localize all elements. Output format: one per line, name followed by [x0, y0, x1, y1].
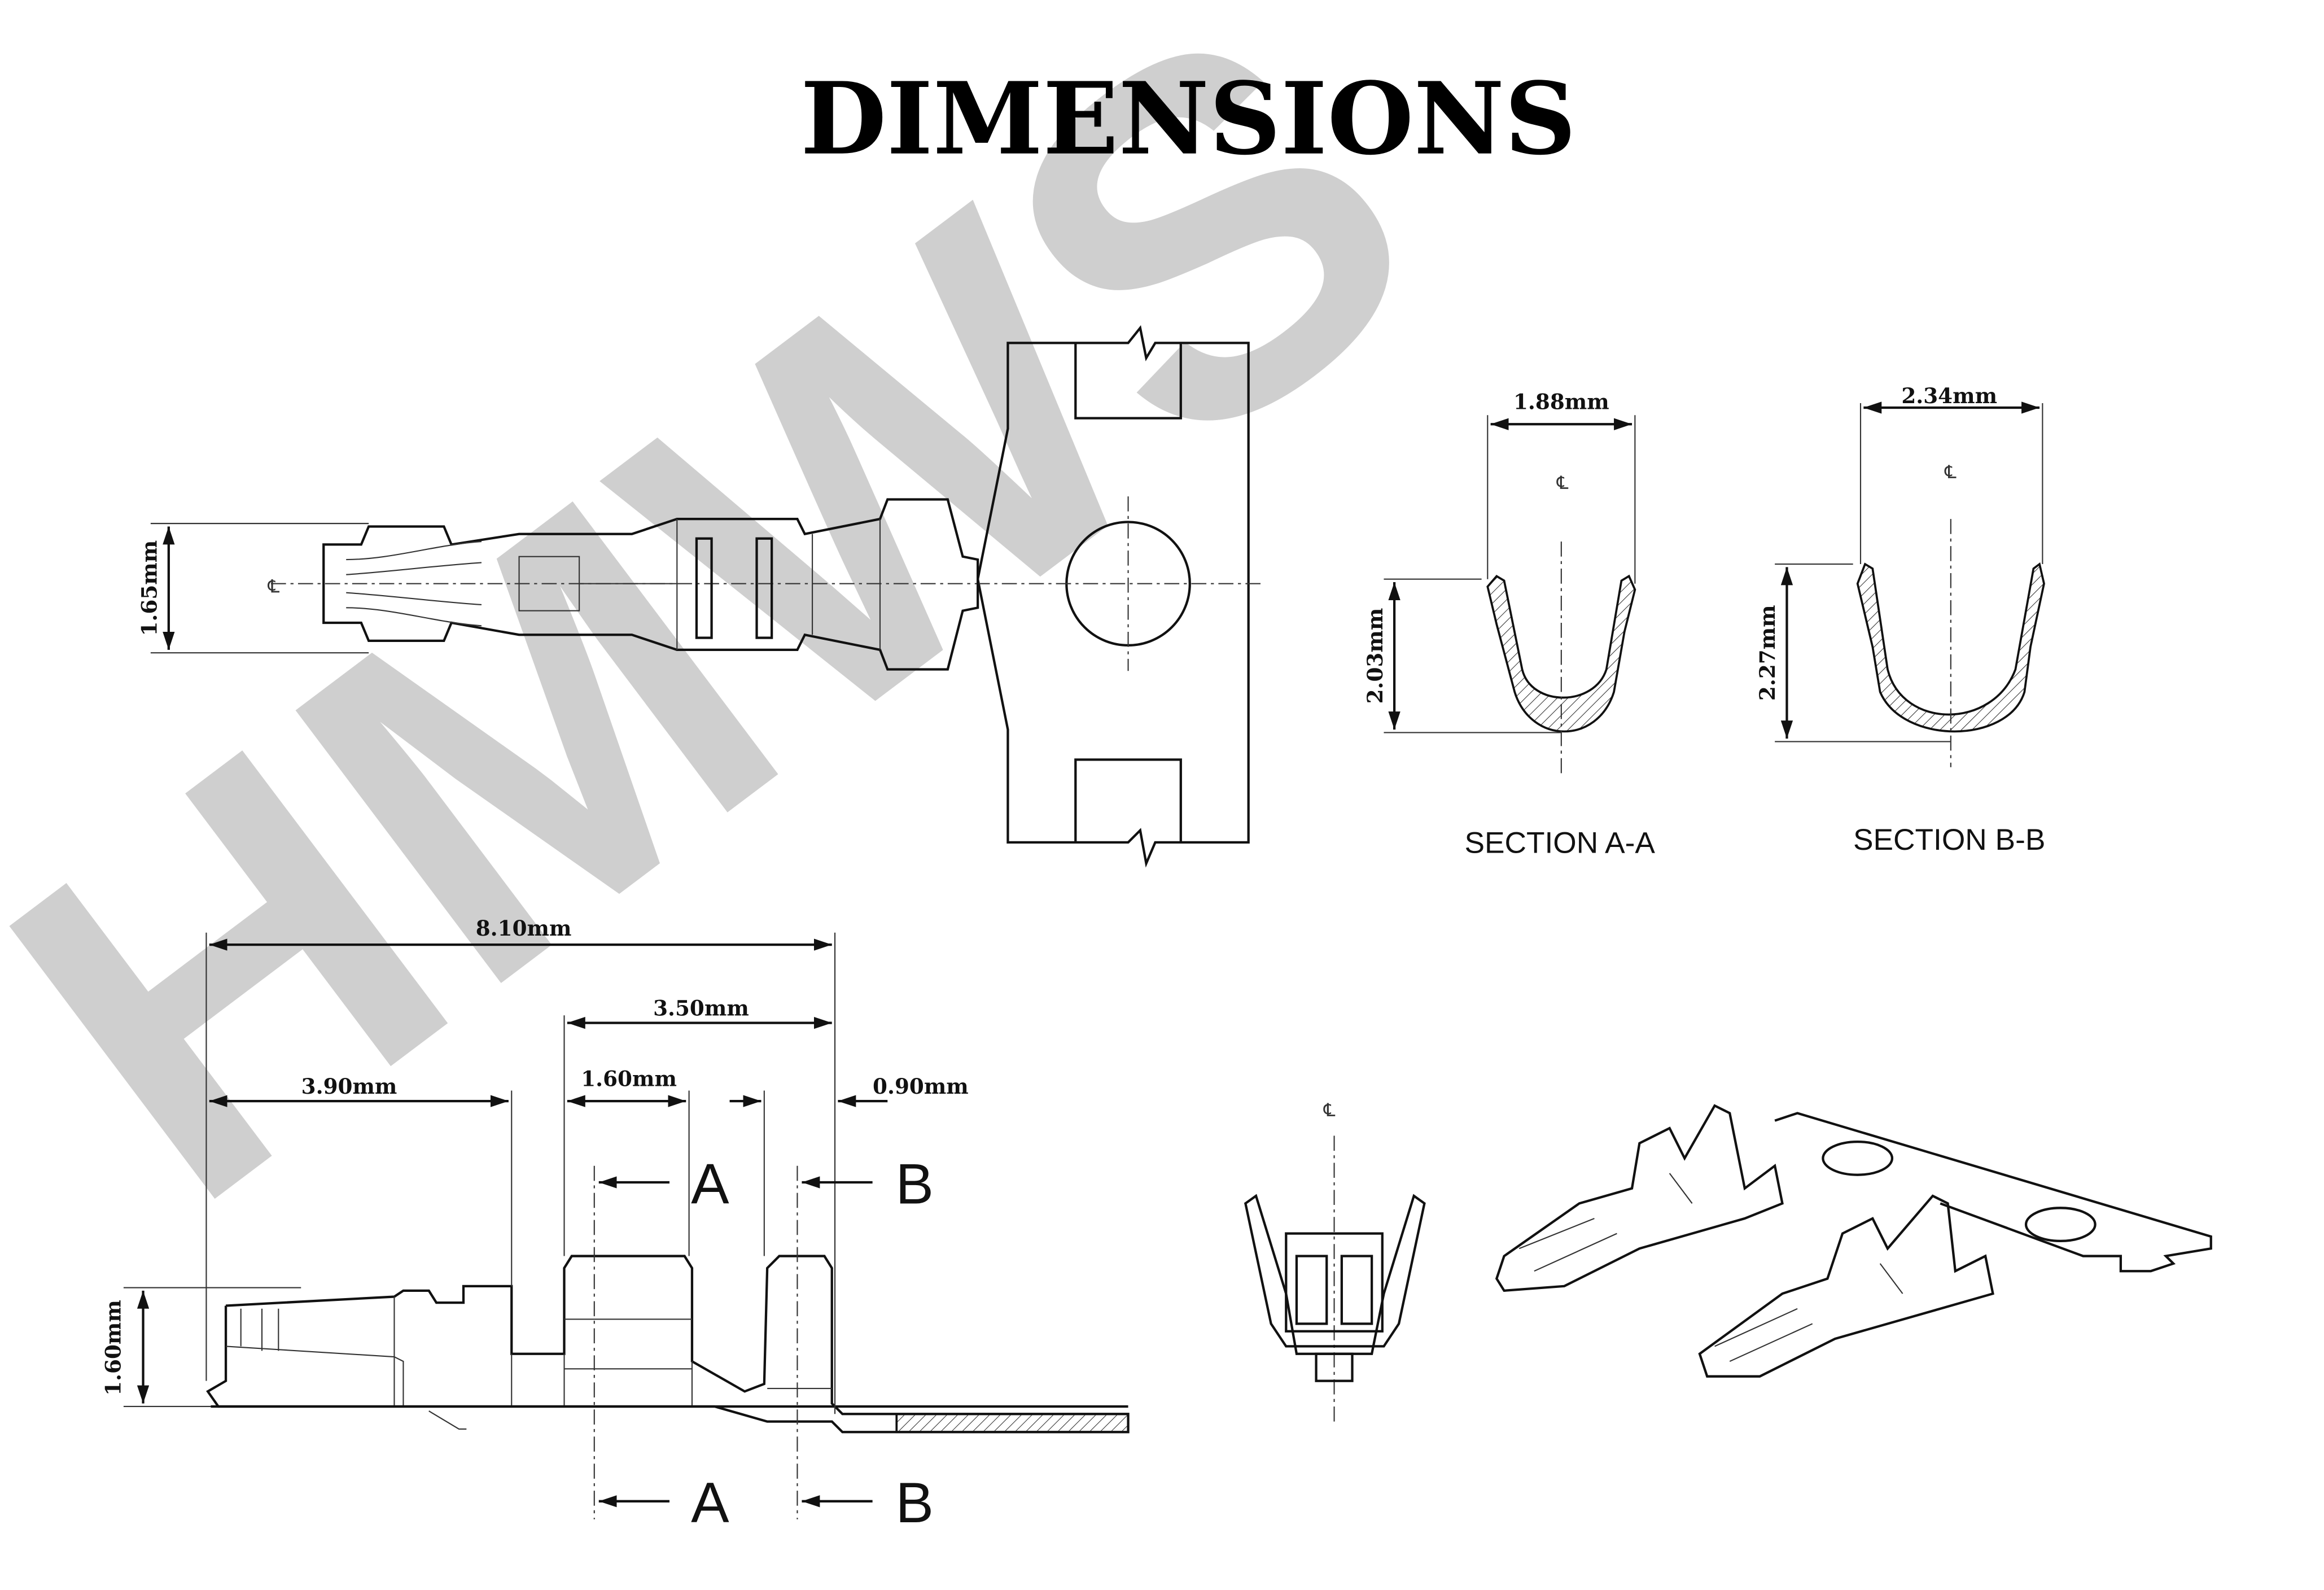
watermark: HMWS	[0, 0, 1507, 1303]
overall-length-label: 8.10mm	[476, 916, 572, 941]
section-marker-b-top: B	[895, 1152, 934, 1216]
section-b-centerline: ℄	[1944, 461, 1957, 483]
side-height-label: 1.60mm	[101, 1300, 126, 1396]
top-height-label: 1.65mm	[137, 540, 162, 636]
centerline-symbol: ℄	[268, 576, 280, 597]
section-marker-a-bottom: A	[691, 1471, 729, 1535]
page-title: DIMENSIONS	[800, 61, 1576, 177]
insulation-crimp-label: 1.60mm	[581, 1067, 677, 1091]
side-view: 8.10mm 3.50mm 3.90mm 1.60mm 0.90mm 1.60m…	[101, 916, 1130, 1535]
crimp-length-label: 3.50mm	[653, 995, 749, 1020]
section-b-label: SECTION B-B	[1853, 823, 2045, 857]
section-a-width: 1.88mm	[1513, 390, 1609, 414]
isometric-view	[1495, 1104, 2212, 1378]
end-view: ℄	[1244, 1099, 1426, 1422]
section-a-centerline: ℄	[1556, 472, 1569, 493]
section-a-a: 1.88mm ℄ 2.03mm SECTION A-A	[1363, 390, 1656, 860]
section-a-label: SECTION A-A	[1464, 827, 1655, 860]
tail-length-label: 0.90mm	[873, 1074, 969, 1099]
section-marker-b-bottom: B	[895, 1471, 934, 1535]
top-view: 1.65mm ℄	[137, 325, 1264, 868]
contact-length-label: 3.90mm	[301, 1074, 397, 1099]
section-b-height: 2.27mm	[1755, 605, 1780, 701]
section-b-b: 2.34mm ℄ 2.27mm SECTION B-B	[1755, 383, 2045, 857]
end-view-centerline: ℄	[1323, 1099, 1336, 1121]
section-b-width: 2.34mm	[1901, 383, 1997, 408]
section-a-height: 2.03mm	[1363, 608, 1388, 704]
section-marker-a-top: A	[691, 1152, 729, 1216]
